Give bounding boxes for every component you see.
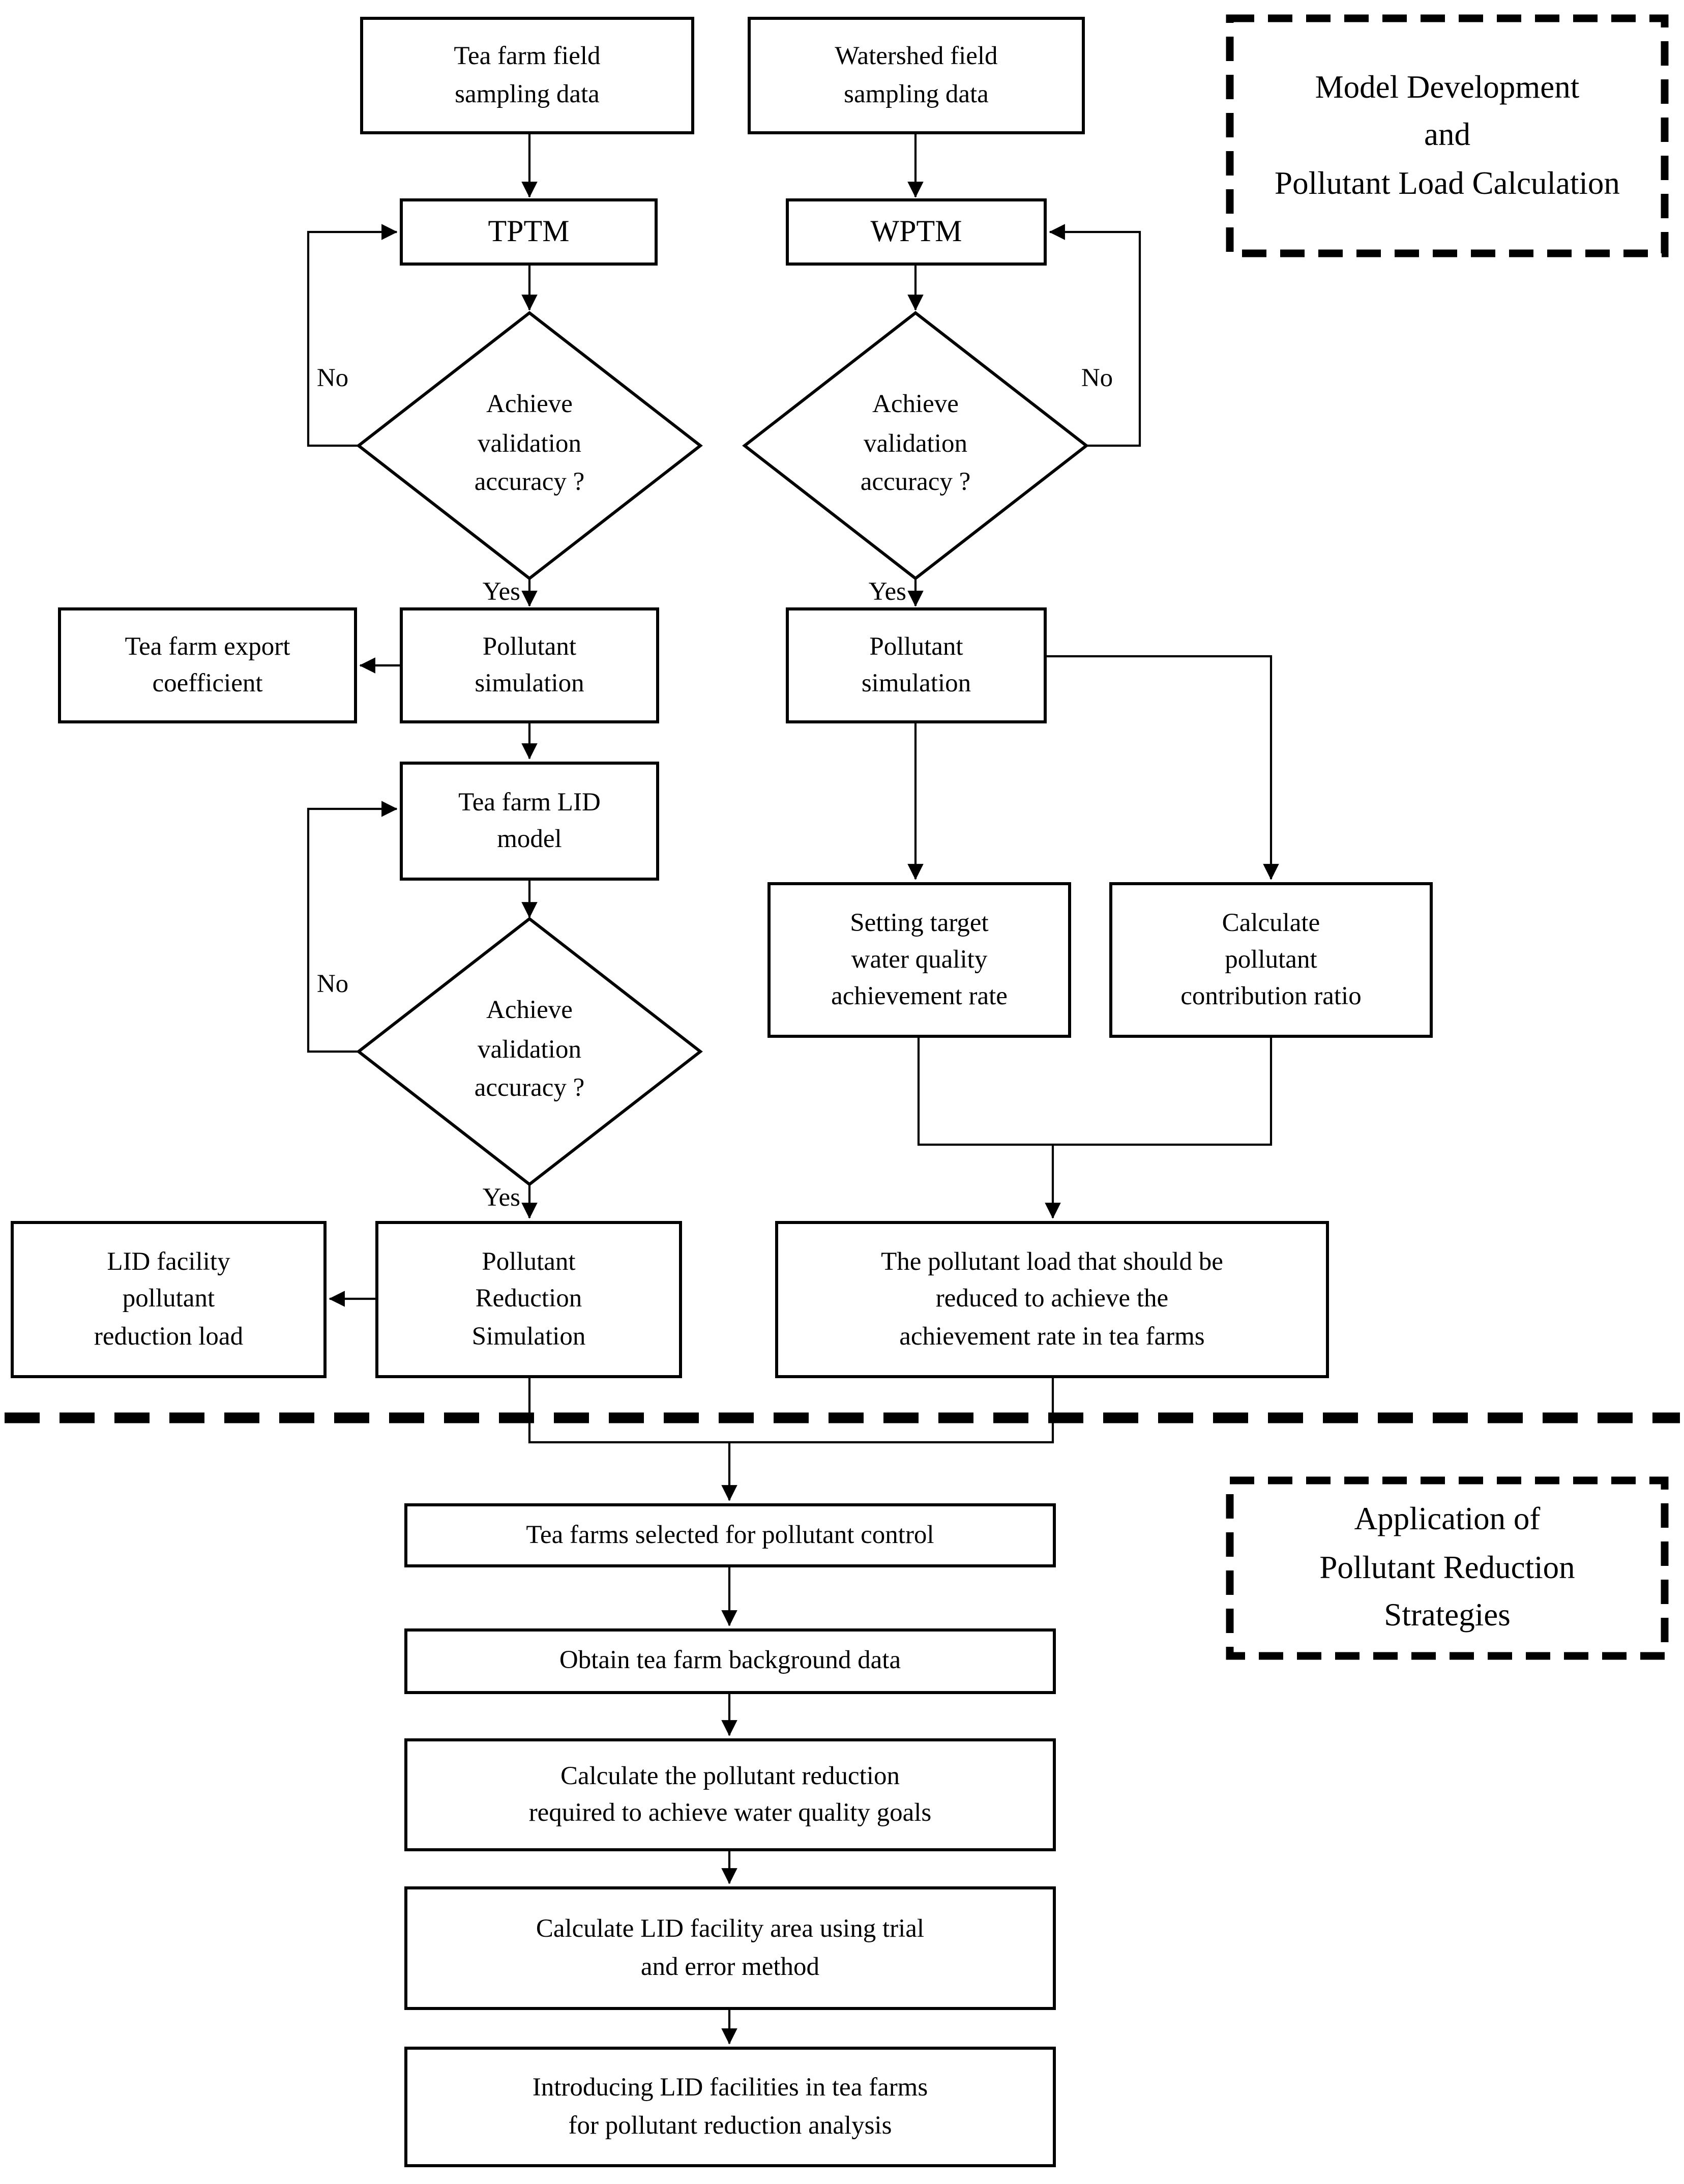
section-box-model-development xyxy=(1226,14,1669,257)
node-calc-pollutant-reduction: Calculate the pollutant reduction requir… xyxy=(404,1738,1056,1851)
node-wptm: WPTM xyxy=(786,198,1047,266)
node-pollutant-load-to-reduce: The pollutant load that should be reduce… xyxy=(775,1221,1329,1378)
loop-no-to-lid-model xyxy=(307,801,398,1053)
merge-reduction-and-load xyxy=(528,1378,1054,1444)
node-calc-lid-facility-area: Calculate LID facility area using trial … xyxy=(404,1886,1056,2010)
node-tptm: TPTM xyxy=(400,198,658,266)
node-introducing-lid-facilities: Introducing LID facilities in tea farms … xyxy=(404,2047,1056,2167)
edge-label-yes-lid-model: Yes xyxy=(482,1183,520,1212)
node-calc-contribution-ratio: Calculate pollutant contribution ratio xyxy=(1109,882,1433,1038)
loop-no-to-tptm xyxy=(307,224,398,447)
node-pollutant-reduction-simulation: Pollutant Reduction Simulation xyxy=(375,1221,682,1378)
edge-label-yes-tptm: Yes xyxy=(482,577,520,606)
node-tea-farm-export-coefficient: Tea farm export coefficient xyxy=(58,607,357,723)
node-obtain-background-data: Obtain tea farm background data xyxy=(404,1628,1056,1694)
edge-label-no-wptm: No xyxy=(1081,363,1113,392)
decision-diamond-wptm xyxy=(742,311,1089,580)
edge-label-yes-wptm: Yes xyxy=(868,577,906,606)
loop-no-to-wptm xyxy=(1049,224,1141,447)
node-setting-target-rate: Setting target water quality achievement… xyxy=(767,882,1071,1038)
node-tea-farm-lid-model: Tea farm LID model xyxy=(400,762,659,881)
node-tea-farm-sampling: Tea farm field sampling data xyxy=(360,17,694,134)
decision-label-wptm: Achieve validation accuracy ? xyxy=(860,389,971,496)
node-pollutant-simulation-left: Pollutant simulation xyxy=(400,607,659,723)
merge-target-and-contribution xyxy=(917,1038,1273,1146)
node-watershed-sampling: Watershed field sampling data xyxy=(748,17,1085,134)
node-pollutant-simulation-right: Pollutant simulation xyxy=(786,607,1047,723)
node-tea-farms-selected: Tea farms selected for pollutant control xyxy=(404,1503,1056,1567)
section-title-model-development: Model Development and Pollutant Load Cal… xyxy=(1275,68,1620,201)
edge-label-no-tptm: No xyxy=(316,363,349,392)
decision-label-lid-model: Achieve validation accuracy ? xyxy=(474,995,585,1102)
edge-label-no-lid-model: No xyxy=(316,969,349,998)
decision-diamond-tptm xyxy=(356,311,703,580)
branch-sim-to-contribution-ratio xyxy=(1047,655,1279,880)
section-title-application: Application of Pollutant Reduction Strat… xyxy=(1319,1500,1575,1634)
decision-label-tptm: Achieve validation accuracy ? xyxy=(474,389,585,496)
decision-diamond-lid-model xyxy=(356,917,703,1186)
node-lid-facility-reduction-load: LID facility pollutant reduction load xyxy=(11,1221,327,1378)
